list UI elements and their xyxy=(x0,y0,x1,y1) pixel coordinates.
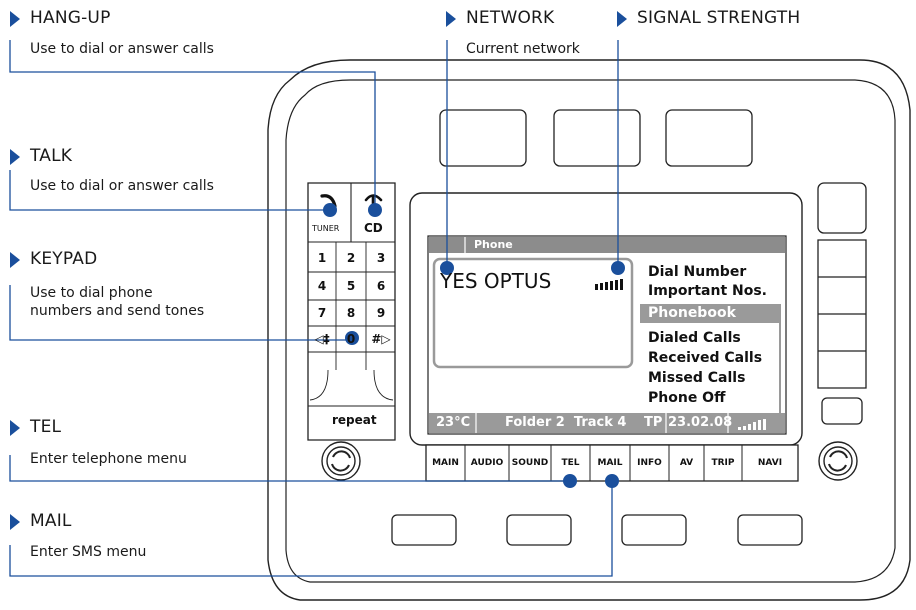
key-5[interactable]: 5 xyxy=(346,279,356,293)
key-8[interactable]: 8 xyxy=(346,306,356,320)
tab-audio[interactable]: AUDIO xyxy=(470,458,504,468)
tab-av[interactable]: AV xyxy=(679,458,694,468)
status-bar xyxy=(429,413,785,433)
tab-sound[interactable]: SOUND xyxy=(511,458,549,468)
menu-important-nos[interactable]: Important Nos. xyxy=(648,283,767,299)
dot-keypad xyxy=(345,331,359,345)
top-button-3[interactable] xyxy=(665,109,753,167)
leader-keypad xyxy=(9,285,352,341)
right-button-group[interactable] xyxy=(817,239,867,389)
status-tp: TP xyxy=(644,415,663,430)
menu-dial-number[interactable]: Dial Number xyxy=(648,264,747,280)
key-9[interactable]: 9 xyxy=(376,306,386,320)
right-button-small[interactable] xyxy=(821,397,863,425)
network-name: YES OPTUS xyxy=(440,269,552,293)
tuner-label[interactable]: TUNER xyxy=(312,224,340,233)
dot-hangup xyxy=(368,203,382,217)
leader-mail xyxy=(9,481,613,577)
talk-title: TALK xyxy=(30,146,73,166)
tel-desc: Enter telephone menu xyxy=(30,451,187,467)
key-7[interactable]: 7 xyxy=(317,306,327,320)
mail-title: MAIL xyxy=(30,511,72,531)
phone-panel xyxy=(307,182,396,441)
key-3[interactable]: 3 xyxy=(376,251,386,265)
key-6[interactable]: 6 xyxy=(376,279,386,293)
menu-missed-calls[interactable]: Missed Calls xyxy=(648,370,746,386)
menu-phonebook[interactable]: Phonebook xyxy=(648,305,736,321)
unit-inner-bezel xyxy=(285,79,896,583)
signal-title: SIGNAL STRENGTH xyxy=(637,8,801,28)
network-box xyxy=(432,257,634,369)
mail-desc: Enter SMS menu xyxy=(30,544,147,560)
talk-arrow-icon xyxy=(10,149,20,165)
status-signal-bars xyxy=(738,419,766,430)
right-knob[interactable] xyxy=(818,441,858,481)
tab-main[interactable]: MAIN xyxy=(432,458,459,468)
hangup-desc: Use to dial or answer calls xyxy=(30,41,214,57)
status-temp: 23°C xyxy=(436,415,471,430)
top-button-2[interactable] xyxy=(553,109,641,167)
leader-talk xyxy=(9,170,330,211)
signal-strength-bars xyxy=(595,279,623,290)
bottom-button-3[interactable] xyxy=(621,514,687,546)
bottom-button-4[interactable] xyxy=(737,514,803,546)
talk-desc: Use to dial or answer calls xyxy=(30,178,214,194)
dot-talk xyxy=(323,203,337,217)
menu-phone-off[interactable]: Phone Off xyxy=(648,390,726,406)
dot-tel xyxy=(563,474,577,488)
mail-arrow-icon xyxy=(10,514,20,530)
key-2[interactable]: 2 xyxy=(346,251,356,265)
dot-signal xyxy=(611,261,625,275)
keypad-desc: Use to dial phone numbers and send tones xyxy=(30,285,205,319)
tab-info[interactable]: INFO xyxy=(637,458,662,468)
status-media: Folder 2 Track 4 xyxy=(505,415,627,430)
tab-navi[interactable]: NAVI xyxy=(757,458,783,468)
talk-handset-icon[interactable] xyxy=(320,194,337,208)
key-4[interactable]: 4 xyxy=(317,279,327,293)
keypad-title: KEYPAD xyxy=(30,249,98,269)
key-1[interactable]: 1 xyxy=(317,251,327,265)
display-header-title: Phone xyxy=(474,238,513,251)
network-arrow-icon xyxy=(446,11,456,27)
cd-label[interactable]: CD xyxy=(364,221,383,235)
key-0[interactable]: 0 xyxy=(346,332,356,346)
keypad-arrow-icon xyxy=(10,252,20,268)
key-hash-right[interactable]: #▷ xyxy=(371,332,391,346)
bottom-button-1[interactable] xyxy=(391,514,457,546)
unit-outer-bezel xyxy=(267,59,911,601)
tab-mail[interactable]: MAIL xyxy=(597,458,623,468)
menu-highlight xyxy=(640,304,780,323)
hangup-arrow-icon xyxy=(10,11,20,27)
tel-arrow-icon xyxy=(10,420,20,436)
bottom-button-2[interactable] xyxy=(506,514,572,546)
repeat-button[interactable]: repeat xyxy=(332,413,377,427)
dot-network xyxy=(440,261,454,275)
network-title: NETWORK xyxy=(466,8,555,28)
leader-hangup xyxy=(9,40,376,210)
right-button-1[interactable] xyxy=(817,182,867,234)
display-header-bar xyxy=(429,237,785,253)
tab-tel[interactable]: TEL xyxy=(561,458,580,468)
tab-trip[interactable]: TRIP xyxy=(711,458,735,468)
leader-tel xyxy=(9,455,570,482)
top-button-1[interactable] xyxy=(439,109,527,167)
status-date: 23.02.08 xyxy=(668,415,733,430)
hangup-title: HANG-UP xyxy=(30,8,111,28)
signal-arrow-icon xyxy=(617,11,627,27)
tel-title: TEL xyxy=(30,417,62,437)
network-desc: Current network xyxy=(466,41,580,57)
key-star-left[interactable]: ◁‡ xyxy=(314,332,330,346)
menu-received-calls[interactable]: Received Calls xyxy=(648,350,763,366)
left-knob[interactable] xyxy=(321,441,361,481)
menu-dialed-calls[interactable]: Dialed Calls xyxy=(648,330,741,346)
dot-mail xyxy=(605,474,619,488)
